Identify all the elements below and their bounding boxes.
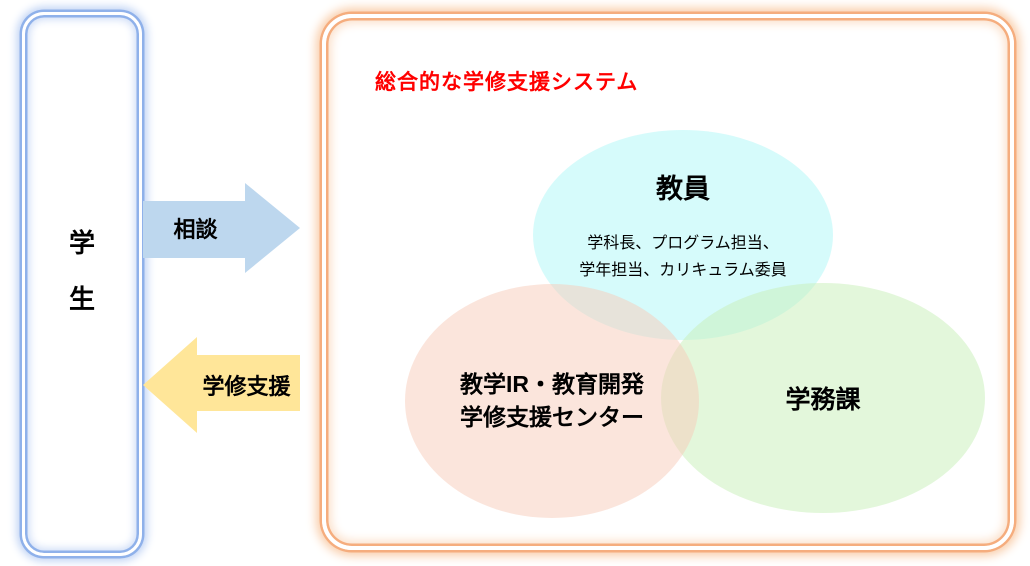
consult-arrow-label: 相談 (173, 217, 218, 242)
student-box: 学 生 (22, 12, 142, 556)
academic-affairs-ellipse: 学務課 (661, 283, 985, 513)
student-label-char-2: 生 (68, 284, 95, 314)
faculty-description-line-2: 学年担当、カリキュラム委員 (579, 262, 787, 279)
ir-center-line-1: 教学IR・教育開発 (460, 371, 644, 397)
faculty-title: 教員 (656, 174, 710, 204)
faculty-content: 教員 学科長、プログラム担当、 学年担当、カリキュラム委員 (533, 130, 833, 284)
consult-arrow-right: 相談 (143, 183, 300, 273)
support-arrow-left: 学修支援 (143, 337, 300, 433)
support-arrow-label: 学修支援 (202, 374, 291, 399)
ir-center-line-2: 学修支援センター (460, 404, 644, 430)
faculty-description: 学科長、プログラム担当、 学年担当、カリキュラム委員 (533, 230, 833, 284)
support-system-panel (322, 14, 1014, 550)
student-label-char-1: 学 (68, 228, 95, 258)
academic-affairs-title: 学務課 (785, 386, 861, 414)
ir-center-ellipse: 教学IR・教育開発 学修支援センター (405, 284, 699, 518)
faculty-description-line-1: 学科長、プログラム担当、 (587, 235, 779, 252)
panel-title: 総合的な学修支援システム (375, 71, 639, 94)
